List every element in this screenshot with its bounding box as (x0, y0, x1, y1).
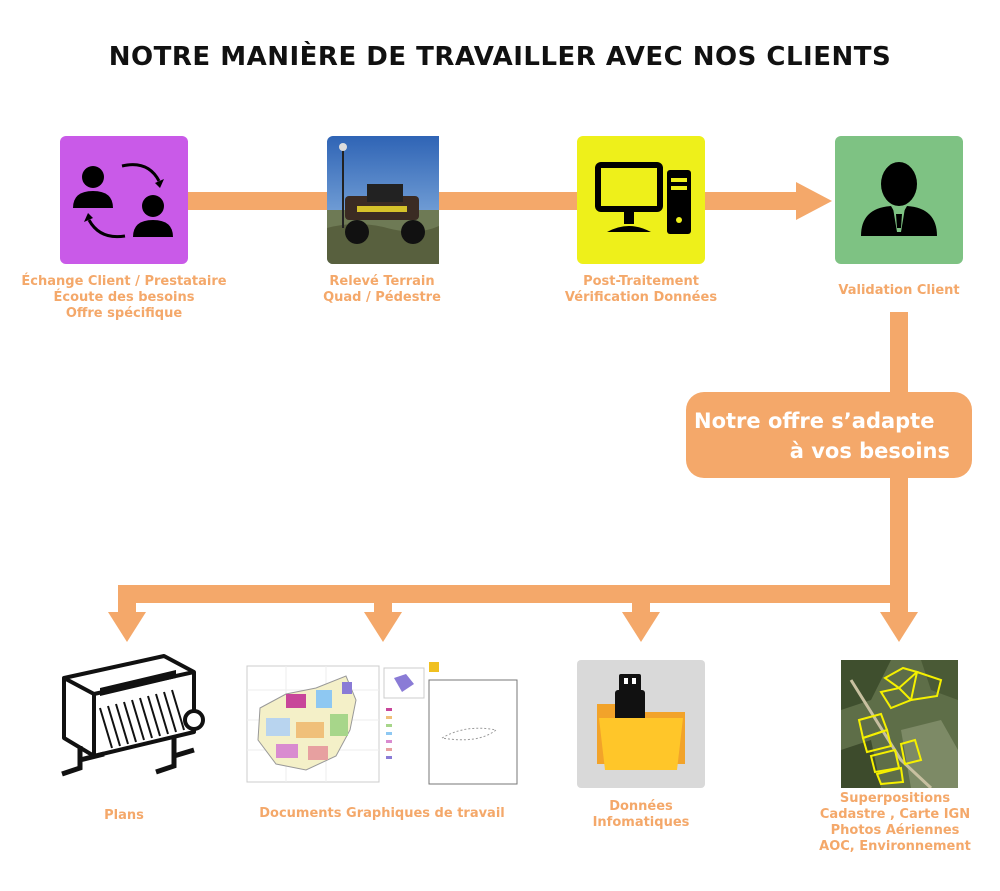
distribution-line (118, 585, 908, 603)
step-caption-field-survey: Relevé Terrain Quad / Pédestre (323, 274, 441, 305)
step-caption-client-validation: Validation Client (838, 283, 960, 298)
top-flow-line (188, 192, 800, 210)
computer-icon (595, 162, 691, 234)
arrow-head-down-icon (622, 612, 660, 642)
arrow-head-right-icon (796, 182, 832, 220)
page-title: NOTRE MANIÈRE DE TRAVAILLER AVEC NOS CLI… (108, 42, 892, 72)
step-field-survey-photo (327, 136, 455, 264)
drop-line-documents (374, 585, 392, 615)
quad-photo (327, 136, 439, 264)
step-caption-client-exchange: Échange Client / Prestataire Écoute des … (21, 274, 227, 321)
arrow-head-down-icon (364, 612, 402, 642)
callout-line-1: Notre offre s’adapte (694, 409, 935, 433)
callout-line-2: à vos besoins (789, 439, 950, 463)
map-documents (246, 662, 518, 785)
usb-folder-icon (597, 674, 685, 770)
drop-line-data (632, 585, 650, 615)
deliverable-caption-overlays: Superpositions Cadastre , Carte IGN Phot… (819, 791, 971, 854)
deliverable-caption-plans: Plans (104, 808, 144, 823)
arrow-head-down-icon (108, 612, 146, 642)
step-client-validation-tile (835, 136, 963, 264)
client-icon (861, 162, 937, 236)
deliverable-caption-data: Données Infomatiques (592, 799, 690, 830)
aerial-photo (841, 660, 958, 788)
plotter-icon (61, 654, 205, 777)
arrow-head-down-icon (880, 612, 918, 642)
deliverable-caption-documents: Documents Graphiques de travail (259, 806, 505, 821)
client-exchange-icon (73, 163, 173, 239)
step-client-exchange-tile (60, 136, 188, 264)
callout-badge: Notre offre s’adapte à vos besoins (686, 392, 972, 478)
step-post-processing-tile (577, 136, 705, 264)
data-folder-tile (577, 660, 705, 788)
drop-line-plans (118, 585, 136, 615)
step-caption-post-processing: Post-Traitement Vérification Données (564, 274, 718, 305)
